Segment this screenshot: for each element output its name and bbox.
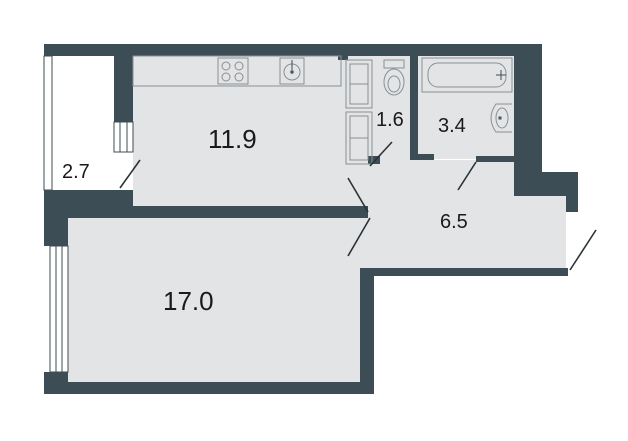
wall-living-right — [360, 272, 374, 394]
kitchen-counter — [132, 55, 342, 87]
wall-bath-bottom-right — [476, 156, 514, 162]
bathtub-icon — [421, 57, 513, 93]
wall-right-upper — [514, 44, 542, 196]
door-entrance — [569, 229, 597, 271]
washbasin-icon — [490, 103, 512, 133]
floor-bathroom — [418, 56, 514, 159]
door-bathroom — [457, 161, 477, 191]
door-loggia — [119, 159, 141, 189]
wall-living-bottom — [44, 382, 374, 394]
window-kitchen-balcony — [113, 121, 134, 153]
wall-lower-right — [360, 268, 568, 276]
wall-kitchen-bottom — [114, 206, 368, 218]
area-label-bathroom: 3.4 — [438, 115, 466, 137]
doors — [119, 141, 597, 271]
wall-right-notch — [514, 172, 578, 212]
area-label-toilet: 1.6 — [376, 109, 404, 131]
stove-icon — [217, 57, 249, 85]
wall-bath-bottom-left — [410, 154, 434, 160]
wall-toilet-bottom — [368, 156, 380, 164]
kitchen-counter-top — [132, 55, 342, 87]
wall-kitchen-left — [114, 44, 133, 122]
sink-icon — [279, 57, 305, 85]
wall-toilet-bath — [410, 44, 418, 160]
cabinet-icon — [345, 59, 373, 165]
windows — [43, 55, 134, 373]
wall-toilet-left — [340, 56, 348, 60]
wall-living-left-top — [44, 218, 68, 246]
door-toilet — [369, 141, 393, 167]
door-kitchen-lower — [347, 217, 371, 257]
area-label-loggia: 2.7 — [62, 161, 90, 183]
toilet-icon — [383, 59, 405, 96]
floor-living-room — [68, 218, 566, 382]
door-kitchen-upper — [347, 177, 369, 213]
window-loggia — [43, 55, 53, 191]
area-label-kitchen: 11.9 — [208, 124, 257, 154]
walls — [44, 44, 578, 394]
floor-loggia — [52, 58, 114, 190]
area-label-hall: 6.5 — [440, 211, 468, 233]
window-living — [49, 245, 69, 373]
area-label-living-room: 17.0 — [163, 286, 214, 316]
floor-hall — [360, 160, 566, 268]
